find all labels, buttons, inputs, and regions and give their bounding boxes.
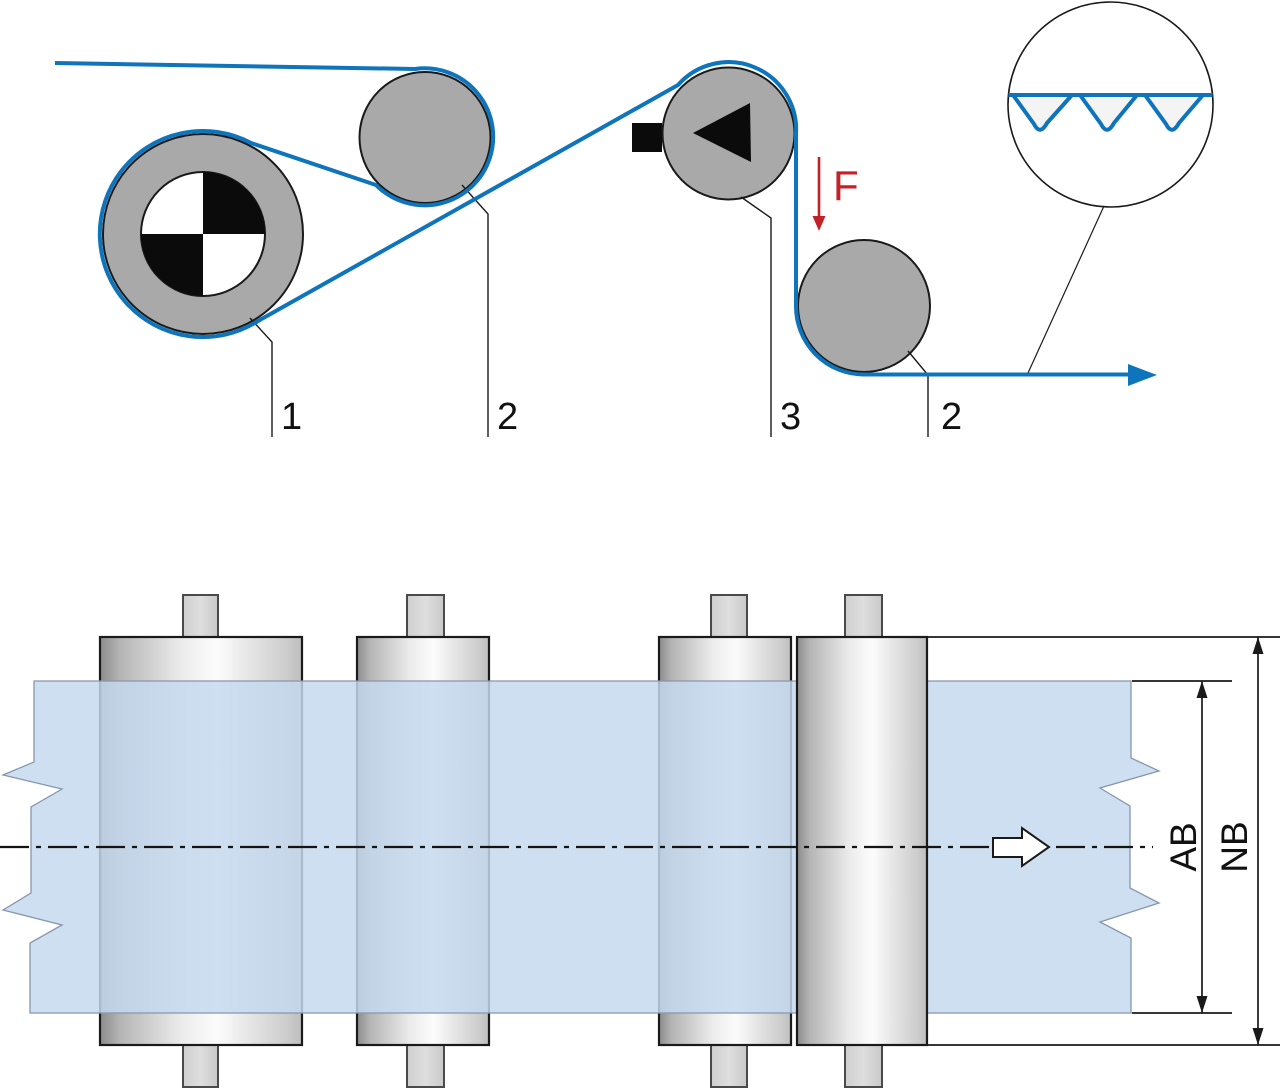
shaft-stub <box>844 1042 883 1088</box>
shaft-stub <box>710 1042 748 1088</box>
web-flutter-flap <box>1011 93 1074 132</box>
web-flutter-flap <box>1143 93 1205 132</box>
detail-circle-web-flutter <box>1007 1 1214 208</box>
detail-leader-line <box>1027 205 1105 374</box>
shaft-stub <box>710 594 748 640</box>
cog-quadrant-top-right <box>203 172 265 234</box>
shaft-stub <box>182 594 219 640</box>
leader-line-1 <box>249 317 273 437</box>
dimension-nb: NB <box>1214 637 1264 1045</box>
callout-1: 1 <box>281 396 302 438</box>
callout-3: 3 <box>780 396 801 438</box>
cog-quadrant-bottom-left <box>141 234 203 296</box>
driven-roller-3 <box>632 66 796 201</box>
force-arrow: F <box>812 157 859 231</box>
dimension-ab: AB <box>1163 681 1208 1013</box>
web-direction-arrow-icon <box>1128 364 1157 386</box>
nb-label: NB <box>1214 821 1255 872</box>
leader-line-3 <box>740 196 772 437</box>
dimension-arrow-icon <box>1252 1028 1264 1045</box>
callout-2a: 2 <box>497 396 518 438</box>
force-label: F <box>833 162 859 209</box>
roller-body-4 <box>795 635 929 1047</box>
web-path-line <box>54 60 1132 377</box>
guide-roller-2a <box>358 71 492 204</box>
guide-roller-2b <box>797 239 931 373</box>
dimension-arrow-icon <box>1196 681 1208 698</box>
leader-line-2a <box>461 184 489 437</box>
ab-label: AB <box>1163 822 1204 871</box>
wound-roll <box>102 133 304 335</box>
shaft-stub <box>844 594 883 640</box>
force-arrow-head-icon <box>812 216 826 231</box>
dimension-arrow-icon <box>1252 637 1264 654</box>
side-view-web-path: F 1 2 3 2 <box>54 1 1214 438</box>
travel-direction-arrow-icon <box>992 826 1051 868</box>
callout-2b: 2 <box>941 396 962 438</box>
web-flutter-flap <box>1078 93 1139 132</box>
leader-line-2b <box>907 350 929 437</box>
shaft-stub <box>406 1042 445 1088</box>
shaft-stub <box>406 594 445 640</box>
plan-view-rollers: AB NB <box>0 594 1280 1088</box>
drive-direction-icon <box>693 103 751 162</box>
drive-shaft-icon <box>632 123 662 152</box>
shaft-stub <box>182 1042 219 1088</box>
dimension-arrow-icon <box>1196 996 1208 1013</box>
